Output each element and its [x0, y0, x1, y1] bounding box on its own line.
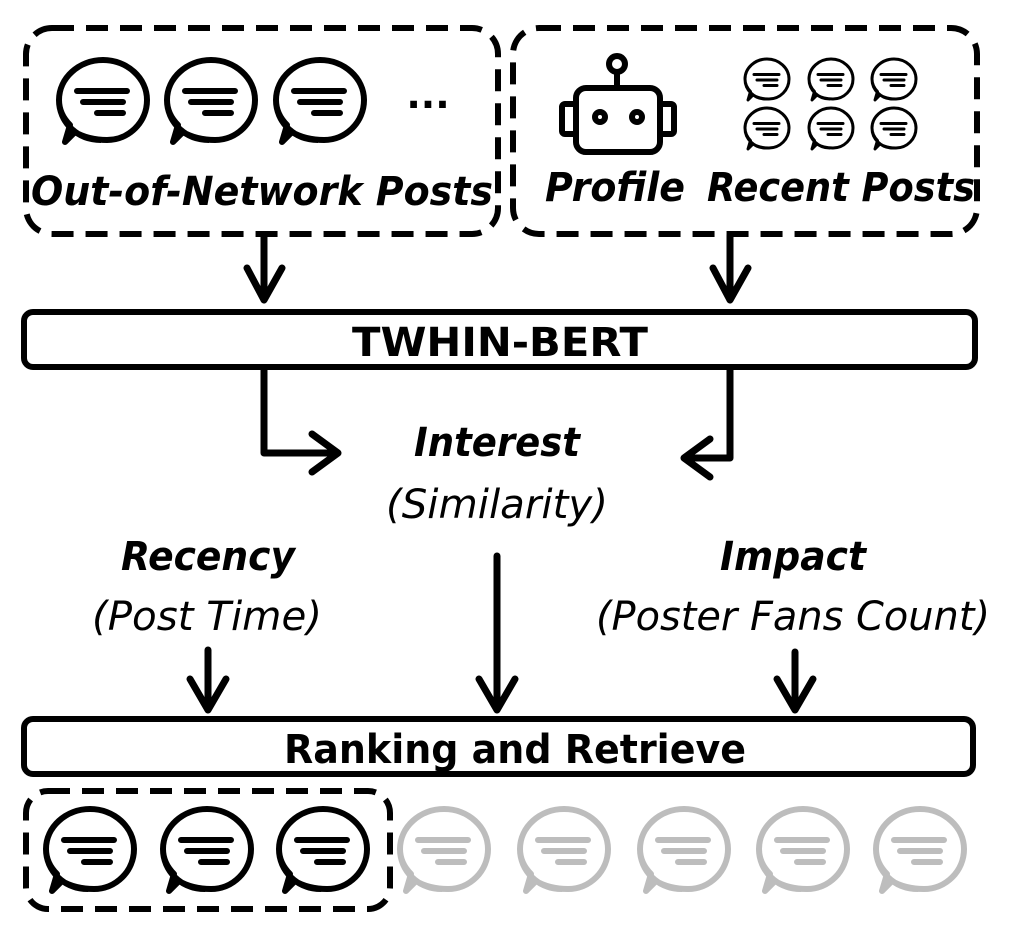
- ranker-box: [21, 716, 976, 777]
- post-bubble-icon: [276, 60, 364, 142]
- arrow-impact-to-ranker: [773, 648, 817, 714]
- unselected-post-bubble-icon: [759, 809, 847, 891]
- selected-post-bubble-icon: [46, 809, 134, 891]
- post-bubble-icon: [870, 106, 918, 151]
- unselected-post-bubble-icon: [520, 809, 608, 891]
- post-bubble-icon: [807, 106, 855, 151]
- recent-posts-label: Recent Posts: [707, 165, 975, 211]
- more-posts-ellipsis: ...: [406, 73, 449, 117]
- selected-post-bubble-icon: [163, 809, 251, 891]
- ranker-arrows: [186, 552, 817, 714]
- encoder-box: [21, 309, 978, 370]
- post-bubble-icon: [59, 60, 147, 142]
- interest-title: Interest: [414, 420, 582, 466]
- unselected-post-bubble-icon: [876, 809, 964, 891]
- recency-title: Recency: [121, 534, 297, 580]
- output-posts: [23, 788, 964, 912]
- out-of-network-label: Out-of-Network Posts: [31, 169, 493, 215]
- impact-title: Impact: [720, 534, 868, 580]
- post-bubble-icon: [870, 57, 918, 102]
- interest-arrows: [260, 365, 734, 481]
- arrow-right-to-interest: [680, 365, 734, 481]
- arrow-posts-to-encoder: [243, 232, 286, 304]
- user-box: [510, 25, 980, 237]
- impact-subtitle: (Poster Fans Count): [596, 594, 990, 640]
- arrow-recency-to-ranker: [186, 646, 230, 714]
- profile-label: Profile: [545, 165, 685, 211]
- arrow-interest-to-ranker: [475, 552, 519, 714]
- unselected-post-bubble-icon: [400, 809, 488, 891]
- ranker-label: Ranking and Retrieve: [284, 727, 746, 773]
- user-group: Profile Recent Posts: [510, 25, 980, 237]
- post-bubble-icon: [743, 106, 791, 151]
- recency-subtitle: (Post Time): [92, 594, 322, 640]
- arrow-left-to-interest: [260, 365, 342, 476]
- post-bubble-icon: [807, 57, 855, 102]
- recent-posts-icons: [743, 57, 918, 151]
- selected-posts-box: [23, 788, 393, 912]
- arrow-user-to-encoder: [709, 232, 752, 304]
- post-bubble-icon: [743, 57, 791, 102]
- out-of-network-group: ... Out-of-Network Posts: [23, 25, 501, 237]
- post-bubble-icon: [167, 60, 255, 142]
- selected-post-bubble-icon: [279, 809, 367, 891]
- interest-subtitle: (Similarity): [386, 482, 608, 528]
- robot-icon: [559, 53, 677, 155]
- encoder-label: TWHIN-BERT: [352, 320, 649, 366]
- unselected-post-bubble-icon: [640, 809, 728, 891]
- input-arrows: [243, 232, 752, 304]
